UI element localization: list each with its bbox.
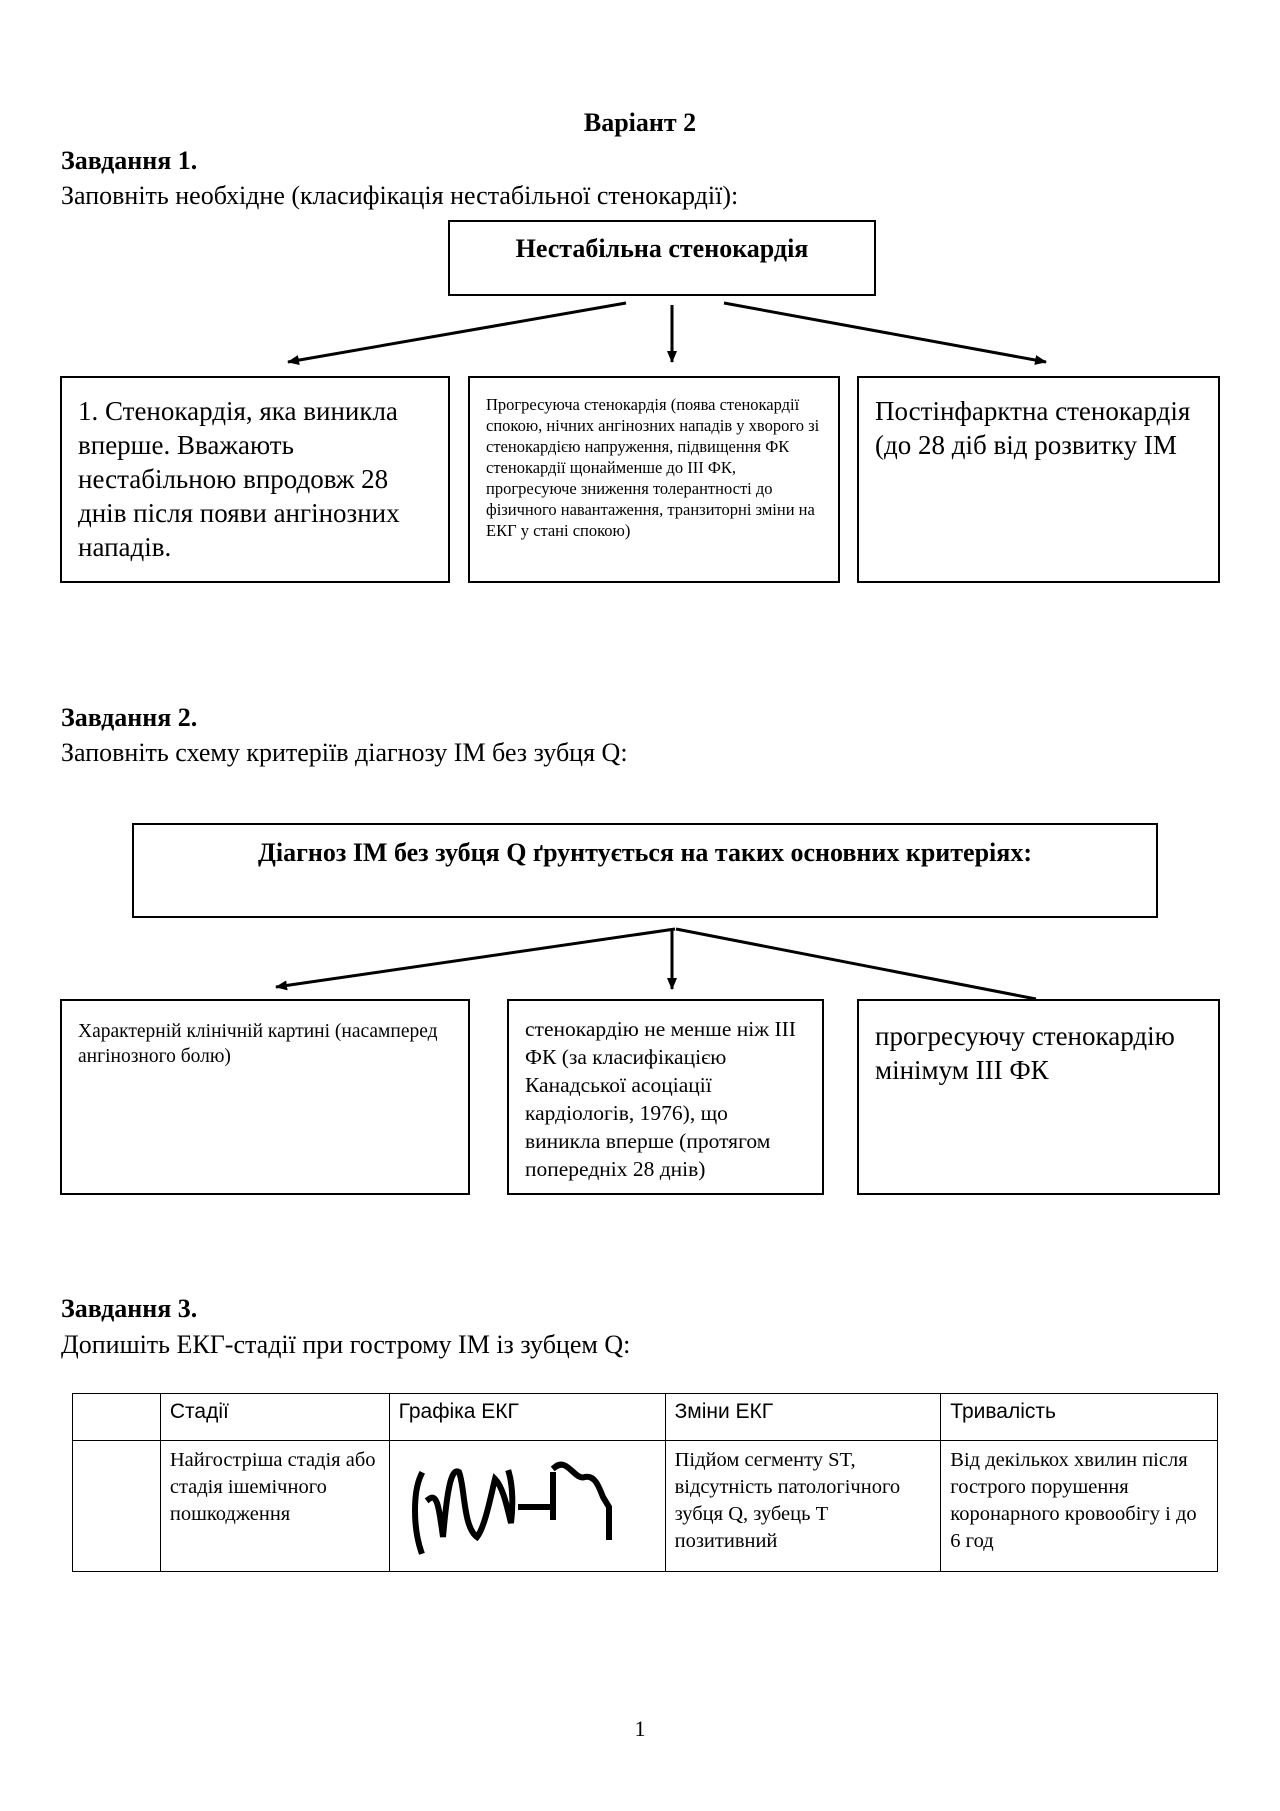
task1-left-text: 1. Стенокардія, яка виникла вперше. Вваж… (78, 396, 400, 562)
ecg-sketch-icon (411, 1461, 612, 1555)
task1-root-label: Нестабільна стенокардія (515, 234, 809, 263)
row-duration-cell: Від декількох хвилин після гострого пору… (940, 1440, 1218, 1572)
table-header-row: Стадії Графіка ЕКГ Зміни ЕКГ Тривалість (72, 1393, 1218, 1441)
row-ecg-graphic-cell (388, 1440, 666, 1572)
task1-left-box: 1. Стенокардія, яка виникла вперше. Вваж… (60, 376, 450, 583)
task3-heading: Завдання 3. (61, 1294, 198, 1323)
header-cell-duration: Тривалість (940, 1393, 1218, 1441)
task1-middle-text: Прогресуюча стенокардія (поява стенокард… (486, 395, 820, 540)
task1-instruction: Заповніть необхідне (класифікація нестаб… (61, 181, 739, 210)
task1-middle-box: Прогресуюча стенокардія (поява стенокард… (468, 376, 840, 583)
task2-root-box: Діагноз ІМ без зубця Q ґрунтується на та… (132, 823, 1158, 918)
task2-middle-text: стенокардію не менше ніж III ФК (за клас… (525, 1017, 796, 1181)
task2-left-text: Характерній клінічній картині (насампере… (78, 1021, 438, 1067)
table-row: Найгостріша стадія або стадія ішемічного… (72, 1440, 1218, 1572)
header-cell-ecg-graphic: Графіка ЕКГ (388, 1393, 666, 1441)
task3-instruction: Допишіть ЕКГ-стадії при гострому ІМ із з… (61, 1330, 631, 1359)
header-cell-ecg-changes: Зміни ЕКГ (664, 1393, 942, 1441)
task2-left-box: Характерній клінічній картині (насампере… (60, 999, 470, 1195)
row-ecg-changes-cell: Підйом сегменту ST, відсутність патологі… (664, 1440, 942, 1572)
task2-middle-box: стенокардію не менше ніж III ФК (за клас… (507, 999, 824, 1195)
task2-root-label: Діагноз ІМ без зубця Q ґрунтується на та… (257, 838, 1033, 867)
header-cell-stage: Стадії (159, 1393, 390, 1441)
task1-right-box: Постінфарктна стенокардія (до 28 діб від… (857, 376, 1220, 583)
task1-right-text: Постінфарктна стенокардія (до 28 діб від… (875, 396, 1191, 460)
page-number: 1 (634, 1716, 646, 1741)
task1-heading: Завдання 1. (61, 146, 198, 175)
page-title: Варіант 2 (583, 108, 697, 137)
task1-root-box: Нестабільна стенокардія (448, 220, 876, 296)
header-cell-number (72, 1393, 161, 1441)
task1-arrow-left (287, 301, 627, 366)
task2-right-box: прогресуючу стенокардію мінімум III ФК (857, 999, 1220, 1195)
row-stage-cell: Найгостріша стадія або стадія ішемічного… (159, 1440, 390, 1572)
task1-arrow-right (723, 301, 1047, 365)
task2-arrow-left (275, 927, 676, 991)
row-number-cell (72, 1440, 161, 1572)
task2-instruction: Заповніть схему критеріїв діагнозу ІМ бе… (61, 738, 628, 767)
task2-arrow-right (675, 927, 1037, 1001)
ecg-stages-table: Стадії Графіка ЕКГ Зміни ЕКГ Тривалість … (72, 1393, 1218, 1572)
task2-heading: Завдання 2. (61, 703, 198, 732)
task2-right-text: прогресуючу стенокардію мінімум III ФК (875, 1021, 1175, 1085)
